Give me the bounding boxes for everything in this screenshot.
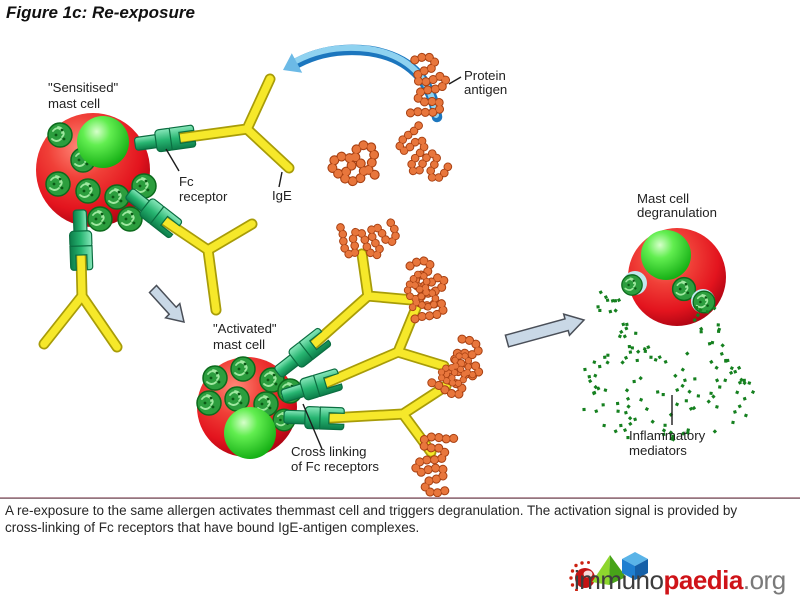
inflammatory-mediators-label-line2: mediators <box>629 443 687 458</box>
degranulation-label-line1: Mast cell <box>637 191 689 206</box>
step-arrow-right <box>504 313 586 348</box>
logo-text-org: .org <box>742 565 786 595</box>
bound-antigen-top <box>339 223 395 255</box>
figure-caption: A re-exposure to the same allergen activ… <box>5 503 799 536</box>
fc-receptor-pointer-line <box>165 148 180 172</box>
cross-linking-label-line2: of Fc receptors <box>291 459 379 474</box>
ige-antibody-bottom <box>44 256 117 347</box>
degranulation-label-line2: degranulation <box>637 205 717 220</box>
logo-text-paedia: paedia <box>663 565 743 595</box>
caption-line-1: A re-exposure to the same allergen activ… <box>5 503 738 518</box>
sensitised-cell-green-sphere <box>77 116 129 168</box>
crosslinked-ige-3 <box>330 386 446 452</box>
caption-line-2: cross-linking of Fc receptors that have … <box>5 519 420 535</box>
activated-cell-label-line1: "Activated" <box>213 321 277 336</box>
logo-red-sphere-icon <box>569 561 595 591</box>
logo-green-pyramid-icon <box>592 555 626 585</box>
protein-antigen-label-line2: antigen <box>464 82 507 97</box>
ige-label: IgE <box>272 188 292 203</box>
fc-receptor-crosslinked-2 <box>278 367 344 408</box>
activated-mast-cell <box>196 223 491 496</box>
inflammatory-mediator-dots <box>582 290 756 442</box>
immunopaedia-logo-text: immunopaedia.org <box>574 565 786 596</box>
step-arrow-down-right <box>148 284 185 323</box>
caption-divider <box>0 497 800 499</box>
sensitised-cell-label-line1: "Sensitised" <box>48 80 119 95</box>
activated-cell-green-sphere <box>224 407 276 459</box>
immunopaedia-logo: immunopaedia.org <box>558 541 798 597</box>
diagram-canvas: "Sensitised" mast cell Fc receptor IgE P… <box>36 44 756 497</box>
cross-linking-pointer-line <box>302 403 323 450</box>
logo-text-immuno: immuno <box>574 565 664 595</box>
protein-antigen-pointer-line <box>448 76 462 85</box>
fc-receptor-label-line1: Fc <box>179 174 194 189</box>
sensitised-cell-label-line2: mast cell <box>48 96 100 111</box>
degranulating-cell-green-sphere <box>641 230 691 280</box>
figure-title: Figure 1c: Re-exposure <box>6 3 195 22</box>
protein-antigen-cluster-3 <box>394 122 450 187</box>
ige-antibody-diagonal <box>165 221 252 310</box>
degranulating-mast-cell <box>582 228 756 442</box>
fc-receptor-label-line2: receptor <box>179 189 228 204</box>
inflammatory-mediators-label-line1: Inflammatory <box>629 428 706 443</box>
logo-blue-cube-icon <box>622 552 648 580</box>
sensitised-mast-cell <box>36 79 289 347</box>
cross-linking-label-line1: Cross linking <box>291 444 367 459</box>
protein-antigen-cluster-2 <box>329 143 382 186</box>
ige-antibody-right <box>181 79 289 168</box>
ige-pointer-line <box>278 171 283 188</box>
immunopaedia-logo-icon <box>569 552 648 591</box>
protein-antigen-label-line1: Protein <box>464 68 506 83</box>
activated-cell-label-line2: mast cell <box>213 337 265 352</box>
crosslinked-ige-1 <box>314 254 412 344</box>
